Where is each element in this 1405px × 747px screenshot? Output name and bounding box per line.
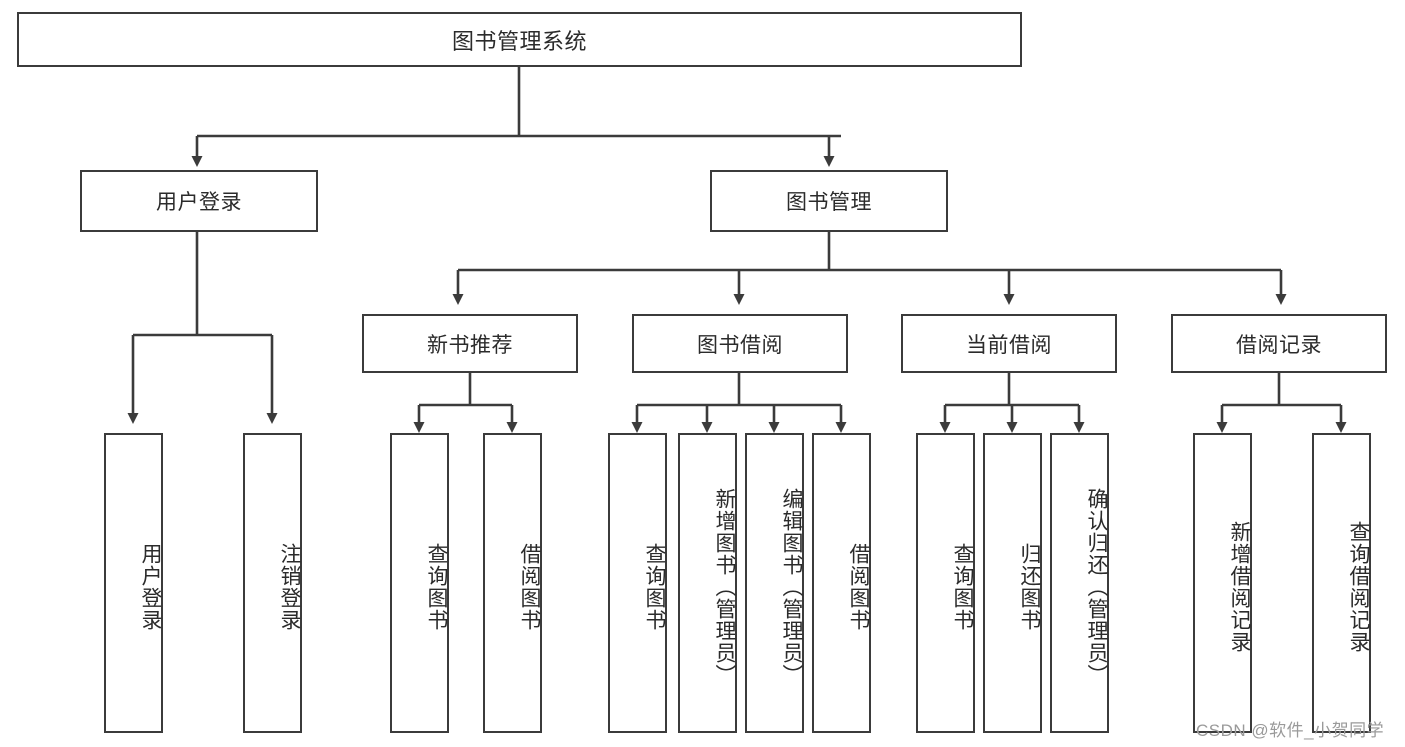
node-book-borrow[interactable]: 图书借阅 <box>632 314 848 373</box>
node-label: 图书管理 <box>786 191 872 214</box>
node-label: 当前借阅 <box>966 333 1052 357</box>
node-root-system[interactable]: 图书管理系统 <box>17 12 1022 67</box>
node-label: 新书推荐 <box>427 333 513 357</box>
leaf-borrow-add-book-admin[interactable]: 新增图书（管理员） <box>678 433 737 733</box>
node-label: 借阅图书 <box>518 543 541 631</box>
leaf-record-add-record[interactable]: 新增借阅记录 <box>1193 433 1252 733</box>
node-label: 新增借阅记录 <box>1228 521 1251 653</box>
node-label: 借阅记录 <box>1236 333 1322 357</box>
node-new-book-recommend[interactable]: 新书推荐 <box>362 314 578 373</box>
watermark-text: CSDN @软件_小贺同学 <box>1196 721 1385 740</box>
leaf-logout-login[interactable]: 注销登录 <box>243 433 302 733</box>
leaf-user-login[interactable]: 用户登录 <box>104 433 163 733</box>
node-label: 借阅图书 <box>847 543 870 631</box>
node-borrow-record[interactable]: 借阅记录 <box>1171 314 1387 373</box>
leaf-recommend-borrow-book[interactable]: 借阅图书 <box>483 433 542 733</box>
node-current-borrow[interactable]: 当前借阅 <box>901 314 1117 373</box>
node-label: 查询图书 <box>951 543 974 631</box>
leaf-current-query-book[interactable]: 查询图书 <box>916 433 975 733</box>
node-label: 查询借阅记录 <box>1347 521 1370 653</box>
leaf-borrow-query-book[interactable]: 查询图书 <box>608 433 667 733</box>
node-label: 归还图书 <box>1018 543 1041 631</box>
node-label: 注销登录 <box>278 543 301 631</box>
node-label: 新增图书（管理员） <box>713 488 736 686</box>
node-label: 用户登录 <box>139 543 162 631</box>
node-label: 查询图书 <box>425 543 448 631</box>
leaf-recommend-query-book[interactable]: 查询图书 <box>390 433 449 733</box>
node-label: 确认归还（管理员） <box>1085 488 1108 686</box>
leaf-borrow-borrow-book[interactable]: 借阅图书 <box>812 433 871 733</box>
node-label: 用户登录 <box>156 191 242 214</box>
node-label: 编辑图书（管理员） <box>780 488 803 686</box>
node-book-management[interactable]: 图书管理 <box>710 170 948 232</box>
node-label: 查询图书 <box>643 543 666 631</box>
leaf-record-query-record[interactable]: 查询借阅记录 <box>1312 433 1371 733</box>
leaf-current-return-book[interactable]: 归还图书 <box>983 433 1042 733</box>
leaf-current-confirm-return-admin[interactable]: 确认归还（管理员） <box>1050 433 1109 733</box>
node-label: 图书管理系统 <box>451 28 587 54</box>
node-user-login[interactable]: 用户登录 <box>80 170 318 232</box>
leaf-borrow-edit-book-admin[interactable]: 编辑图书（管理员） <box>745 433 804 733</box>
node-label: 图书借阅 <box>697 333 783 357</box>
